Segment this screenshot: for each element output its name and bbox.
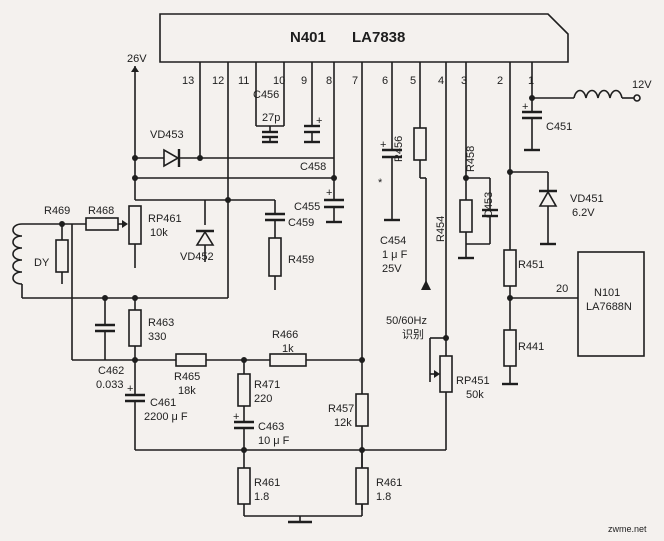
supply-12v-label: 12V — [632, 79, 652, 91]
r463-value: 330 — [148, 331, 166, 343]
pin-5-label: 5 — [410, 75, 416, 87]
c454-value-1: 1 μ F — [382, 249, 408, 261]
c456-capacitor: C456 27p — [253, 89, 284, 144]
pin-13-label: 13 — [182, 75, 194, 87]
c463-label: C463 — [258, 421, 284, 433]
supply-26v-label: 26V — [127, 53, 147, 65]
pin-10-label: 10 — [273, 75, 285, 87]
r461b-label: R461 — [376, 477, 402, 489]
c463-plus: + — [233, 411, 239, 423]
r469-label: R469 — [44, 205, 70, 217]
r466-label: R466 — [272, 329, 298, 341]
r471-value: 220 — [254, 393, 272, 405]
r458-label: R458 — [465, 146, 477, 172]
pin-11-label: 11 — [238, 75, 249, 87]
r471-c463-branch: R471 220 + C463 10 μ F — [233, 360, 290, 450]
vd453-label: VD453 — [150, 129, 184, 141]
c453-label: C453 — [483, 192, 495, 218]
r463-label: R463 — [148, 317, 174, 329]
bottom-bus: R461 1.8 R461 1.8 — [135, 447, 446, 524]
pin9-plus: + — [316, 115, 322, 127]
c454-star: * — [378, 177, 383, 189]
c463-value: 10 μ F — [258, 435, 290, 447]
pin-3-label: 3 — [461, 75, 467, 87]
feedback-network: R463 330 C462 0.033 R465 18k R466 1k — [71, 224, 365, 397]
c455-capacitor: C455 + — [294, 187, 344, 224]
pin-4-label: 4 — [438, 75, 444, 87]
pin-9-label: 9 — [301, 75, 307, 87]
n101-pin-20: 20 — [556, 283, 568, 295]
vd453-diode: VD453 — [132, 129, 334, 168]
r451-r441-branch: VD451 6.2V R451 20 R441 N101 LA7688N — [502, 169, 645, 386]
vd452-branch: VD452 C459 R459 — [135, 197, 314, 298]
supply-12v: 12V + C451 — [522, 79, 652, 152]
r468-label: R468 — [88, 205, 114, 217]
c454-plus: + — [380, 139, 386, 151]
r457-resistor: R457 12k — [328, 393, 369, 453]
rp451-value: 50k — [466, 389, 484, 401]
pin9-capacitor: + — [304, 115, 322, 144]
rp451-label: RP451 — [456, 375, 490, 387]
c456-value: 27p — [262, 112, 280, 124]
r457-label: R457 — [328, 403, 354, 415]
r461b-value: 1.8 — [376, 491, 391, 503]
r461a-label: R461 — [254, 477, 280, 489]
ic-n401: N401 LA7838 — [159, 13, 569, 63]
c459-label: C459 — [288, 217, 314, 229]
vd451-label: VD451 — [570, 193, 604, 205]
c458-label: C458 — [300, 161, 326, 173]
pin-leads — [199, 62, 533, 510]
n101-part: LA7688N — [586, 301, 632, 313]
r456-resistor: R456 50/60Hz 识别 — [386, 127, 431, 341]
c458-bus: C458 — [132, 161, 337, 181]
r459-label: R459 — [288, 254, 314, 266]
c451-label: C451 — [546, 121, 572, 133]
c462-value: 0.033 — [96, 379, 124, 391]
c455-plus: + — [326, 187, 332, 199]
r457-value: 12k — [334, 417, 352, 429]
vd452-label: VD452 — [180, 251, 214, 263]
vd451-value: 6.2V — [572, 207, 595, 219]
c454-value-2: 25V — [382, 263, 402, 275]
c461-capacitor: + C461 2200 μ F — [125, 383, 188, 450]
r454-label: R454 — [435, 216, 447, 242]
c461-value: 2200 μ F — [144, 411, 188, 423]
rp461-label: RP461 — [148, 213, 182, 225]
r441-label: R441 — [518, 341, 544, 353]
dy-label: DY — [34, 257, 50, 269]
r461a-value: 1.8 — [254, 491, 269, 503]
pin-2-label: 2 — [497, 75, 503, 87]
c451-plus: + — [522, 101, 528, 113]
r465-label: R465 — [174, 371, 200, 383]
c455-label: C455 — [294, 201, 320, 213]
c461-plus: + — [127, 383, 133, 395]
freq-label: 50/60Hz — [386, 315, 427, 327]
r451-label: R451 — [518, 259, 544, 271]
pin-12-label: 12 — [212, 75, 224, 87]
r458-network: R458 C453 R454 — [435, 146, 498, 260]
c462-label: C462 — [98, 365, 124, 377]
ic-n401-part: LA7838 — [352, 29, 405, 46]
r465-value: 18k — [178, 385, 196, 397]
r466-value: 1k — [282, 343, 294, 355]
ic-n401-ref: N401 — [290, 29, 326, 46]
watermark: zwme.net — [608, 524, 647, 534]
c461-label: C461 — [150, 397, 176, 409]
r456-label: R456 — [393, 136, 405, 162]
rp451-pot: RP451 50k — [429, 335, 490, 450]
freq-label-2: 识别 — [402, 328, 424, 341]
pin-8-label: 8 — [326, 75, 332, 87]
r471-label: R471 — [254, 379, 280, 391]
pin-7-label: 7 — [352, 75, 358, 87]
c454-label: C454 — [380, 235, 406, 247]
n101-ref: N101 — [594, 287, 620, 299]
deflection-section: R469 R468 RP461 10k DY — [12, 205, 228, 301]
pin-numbers: 13 12 11 10 9 8 7 6 5 4 3 2 1 — [182, 75, 534, 87]
pin-1-label: 1 — [528, 75, 534, 87]
rp461-value: 10k — [150, 227, 168, 239]
pin-6-label: 6 — [382, 75, 388, 87]
c454-capacitor: * + C454 1 μ F 25V — [378, 139, 408, 275]
c456-label: C456 — [253, 89, 279, 101]
